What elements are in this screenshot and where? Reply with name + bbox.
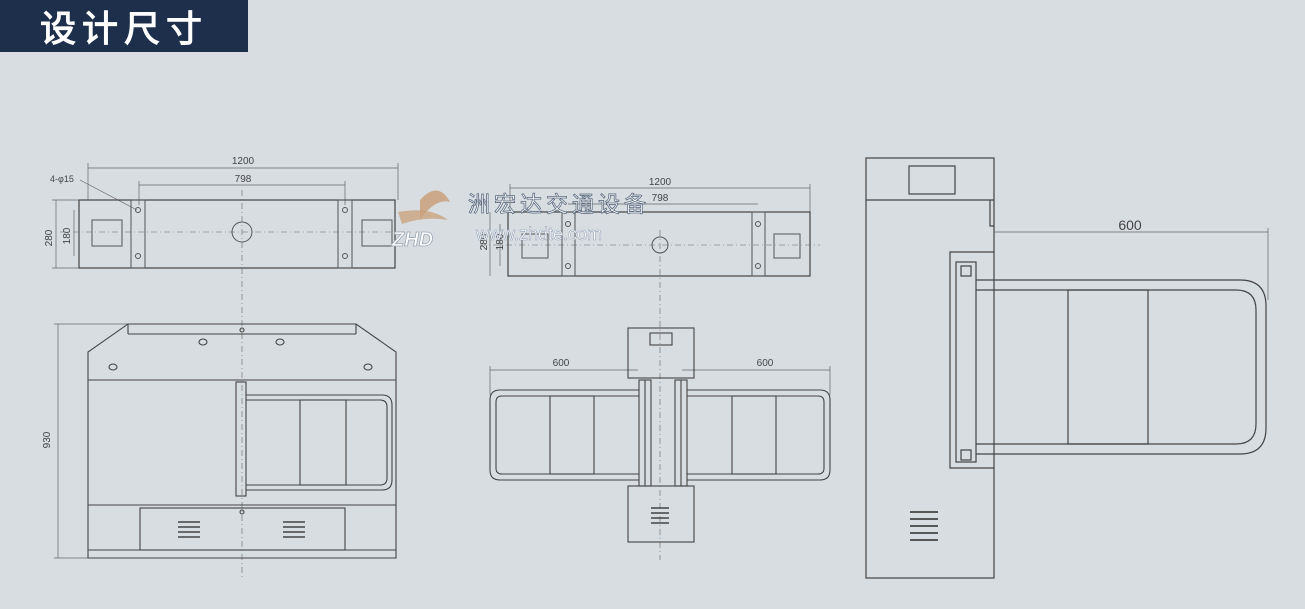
watermark-logo-text: ZHD <box>391 229 433 251</box>
mid-right-600-label: 600 <box>757 358 774 369</box>
mid-dim-280-label: 280 <box>479 233 490 250</box>
front-elevation <box>54 190 397 580</box>
middle-wing-right-inner <box>687 395 825 475</box>
side-wing-panel <box>1067 289 1149 445</box>
side-wing-inner <box>976 289 1257 445</box>
middle-wing-left-panel <box>549 395 595 475</box>
mid-left-600-label: 600 <box>553 358 570 369</box>
watermark: ZHD 洲宏达交通设备 www.zhdte.com <box>391 190 650 251</box>
side-dim-600-label: 600 <box>1118 217 1142 233</box>
dim-280-label: 280 <box>44 229 55 246</box>
side-gate-post <box>955 261 977 463</box>
mid-dim-1200-label: 1200 <box>649 177 672 188</box>
cover-left <box>91 219 123 247</box>
middle-dim-labels: 1200 798 280 180 600 600 <box>479 177 774 369</box>
page-title: 设计尺寸 <box>39 9 208 50</box>
gate-panel <box>299 399 347 486</box>
mid-dim-798-label: 798 <box>652 193 669 204</box>
vent-right <box>283 521 305 538</box>
middle-base-plate <box>507 211 811 277</box>
side-wing-outer <box>976 279 1267 455</box>
middle-bottom-cabinet <box>627 485 695 543</box>
front-top-plan <box>52 163 410 269</box>
middle-top-cabinet <box>627 327 695 379</box>
hole-spec-label: 4-φ15 <box>50 174 74 184</box>
gate-post <box>235 381 247 497</box>
base-plate <box>78 199 396 269</box>
title-banner: 设计尺寸 <box>0 0 248 52</box>
middle-wing-left-inner <box>495 395 639 475</box>
gate-wing-inner <box>246 399 388 486</box>
vent-left <box>178 521 200 538</box>
dim-930-label: 930 <box>42 431 53 448</box>
zhd-logo: ZHD <box>391 190 450 251</box>
side-display-window <box>908 165 956 195</box>
side-view <box>865 157 1269 579</box>
mount-bracket-right <box>337 199 353 269</box>
watermark-company: 洲宏达交通设备 <box>468 192 650 217</box>
dim-180-label: 180 <box>62 227 73 244</box>
middle-gate-assembly <box>489 230 831 560</box>
mount-bracket-left <box>130 199 146 269</box>
middle-wing-right-outer <box>687 389 831 481</box>
watermark-url: www.zhdte.com <box>475 224 602 244</box>
dim-1200-label: 1200 <box>232 156 255 167</box>
side-cabinet <box>865 157 995 579</box>
gate-wing-outer <box>246 394 393 491</box>
cover-right <box>361 219 393 247</box>
middle-wing-left-outer <box>489 389 639 481</box>
side-vent <box>910 511 938 541</box>
front-dim-labels: 1200 798 4-φ15 280 180 930 <box>42 156 255 448</box>
middle-wing-right-panel <box>731 395 777 475</box>
dim-798-label: 798 <box>235 174 252 185</box>
mid-dim-180-label: 180 <box>495 233 506 250</box>
middle-top-plan <box>480 184 820 277</box>
